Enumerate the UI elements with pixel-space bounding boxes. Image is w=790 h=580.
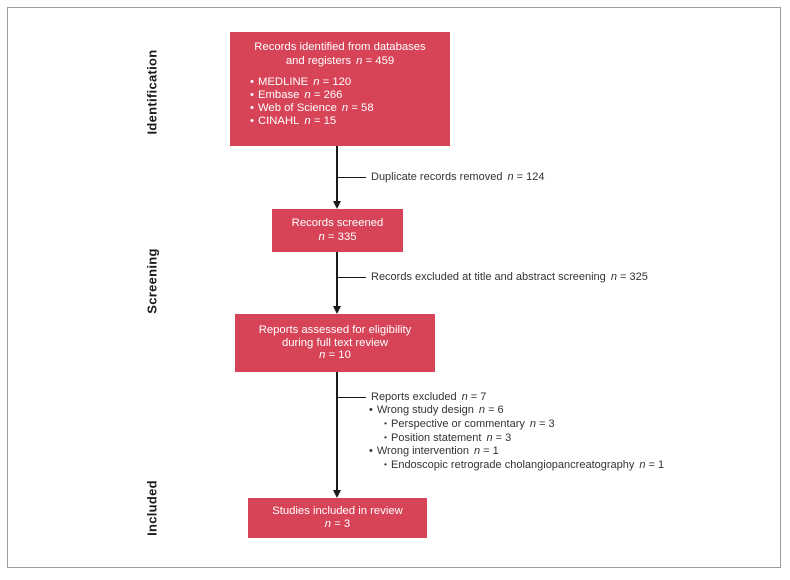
bullet-icon: • xyxy=(250,102,254,114)
stage-label-screening: Screening xyxy=(144,248,160,314)
bullet-icon: • xyxy=(250,89,254,101)
n-symbol: n xyxy=(304,89,311,101)
heading-line: Records identified from databases xyxy=(254,41,426,53)
box-line: Reports assessed for eligibility xyxy=(258,324,412,337)
box-line: n = 335 xyxy=(318,230,357,243)
arrow-identified-to-screened xyxy=(336,146,338,201)
bullet-icon: • xyxy=(250,76,254,88)
n-symbol: n xyxy=(341,102,349,114)
annotation-title-abstract-excluded: Records excluded at title and abstract s… xyxy=(371,271,648,283)
exclusion-reason-item-text: Endoscopic retrograde cholangiopancreato… xyxy=(390,459,665,472)
n-symbol: n xyxy=(610,271,617,283)
stage-label-included: Included xyxy=(144,480,160,536)
bullet-icon: • xyxy=(250,115,254,127)
arrowhead-icon xyxy=(332,305,341,314)
n-symbol: n xyxy=(356,54,363,67)
bullet-icon: • xyxy=(384,432,387,443)
n-symbol: n xyxy=(473,445,481,458)
n-symbol: n xyxy=(461,391,468,403)
n-symbol: n xyxy=(529,418,536,431)
n-symbol: n xyxy=(304,115,311,127)
box-heading: Records identified from databases and re… xyxy=(238,41,442,68)
arrowhead-icon xyxy=(332,200,341,209)
box-line: n = 3 xyxy=(324,518,351,530)
branch-line-title-abstract xyxy=(337,276,366,278)
arrow-screened-to-assessed xyxy=(336,252,338,306)
box-records-screened: Records screened n = 335 xyxy=(272,209,403,252)
box-reports-assessed: Reports assessed for eligibility during … xyxy=(235,314,435,372)
box-line: during full text review xyxy=(281,336,389,349)
n-symbol: n xyxy=(478,404,486,417)
exclusion-reason-item: •Endoscopic retrograde cholangiopancreat… xyxy=(369,458,664,472)
n-symbol: n xyxy=(319,349,326,362)
branch-line-duplicates xyxy=(337,176,366,178)
stage-label-identification: Identification xyxy=(144,49,160,135)
bullet-icon: • xyxy=(369,445,373,458)
arrowhead-icon xyxy=(332,489,341,498)
bullet-icon: • xyxy=(384,418,387,429)
bullet-icon: • xyxy=(369,404,373,417)
branch-line-fulltext-excluded xyxy=(337,396,366,398)
n-symbol: n xyxy=(507,171,514,183)
n-symbol: n xyxy=(324,518,332,530)
bullet-icon: • xyxy=(384,459,387,470)
box-line: Studies included in review xyxy=(272,505,403,517)
n-symbol: n xyxy=(313,76,320,88)
figure-border xyxy=(7,7,781,568)
arrow-assessed-to-included xyxy=(336,372,338,490)
box-studies-included: Studies included in review n = 3 xyxy=(248,498,427,538)
n-symbol: n xyxy=(639,459,646,472)
box-line: Records screened xyxy=(291,217,384,229)
box-line: n = 10 xyxy=(319,349,351,362)
n-symbol: n xyxy=(486,432,493,445)
n-symbol: n xyxy=(318,230,325,243)
box-records-identified: Records identified from databases and re… xyxy=(230,32,450,146)
